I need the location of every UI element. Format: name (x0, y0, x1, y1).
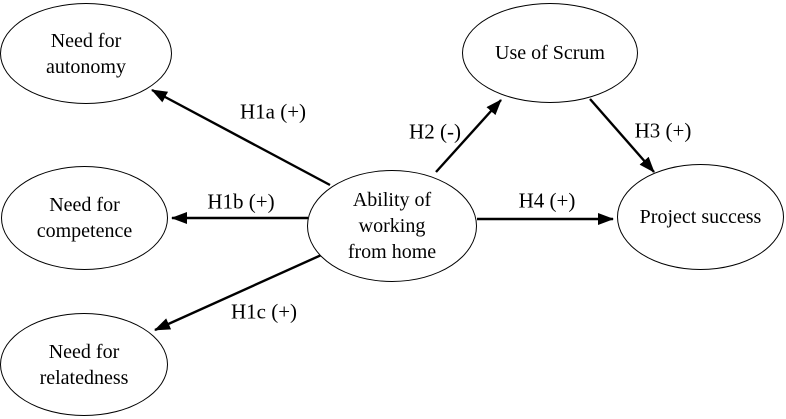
node-label-need-competence: Need for competence (36, 194, 133, 242)
node-project-success: Project success (617, 164, 784, 270)
edge-label-h2: H2 (-) (409, 119, 461, 144)
edge-label-h1c: H1c (+) (230, 299, 298, 324)
node-need-autonomy: Need for autonomy (0, 3, 172, 104)
node-label-project-success: Project success (639, 206, 762, 228)
node-need-relatedness: Need for relatedness (0, 313, 168, 416)
edge-h1c-arrow (154, 250, 329, 332)
edge-label-h3: H3 (+) (634, 118, 692, 143)
node-label-ability-wfh: Ability of working from home (347, 189, 437, 263)
node-need-competence: Need for competence (1, 166, 168, 270)
edge-h2-arrow (435, 99, 502, 173)
node-label-use-of-scrum: Use of Scrum (495, 42, 605, 64)
edge-h1a-arrow (151, 88, 331, 187)
node-use-of-scrum: Use of Scrum (462, 3, 638, 103)
node-label-need-relatedness: Need for relatedness (39, 340, 129, 389)
edge-h3-arrow (589, 98, 655, 173)
edge-label-h4: H4 (+) (518, 188, 576, 213)
node-ability-wfh: Ability of working from home (307, 170, 477, 282)
edge-label-h1a: H1a (+) (239, 99, 307, 124)
node-label-need-autonomy: Need for autonomy (46, 29, 126, 78)
edge-label-h1b: H1b (+) (207, 189, 275, 214)
